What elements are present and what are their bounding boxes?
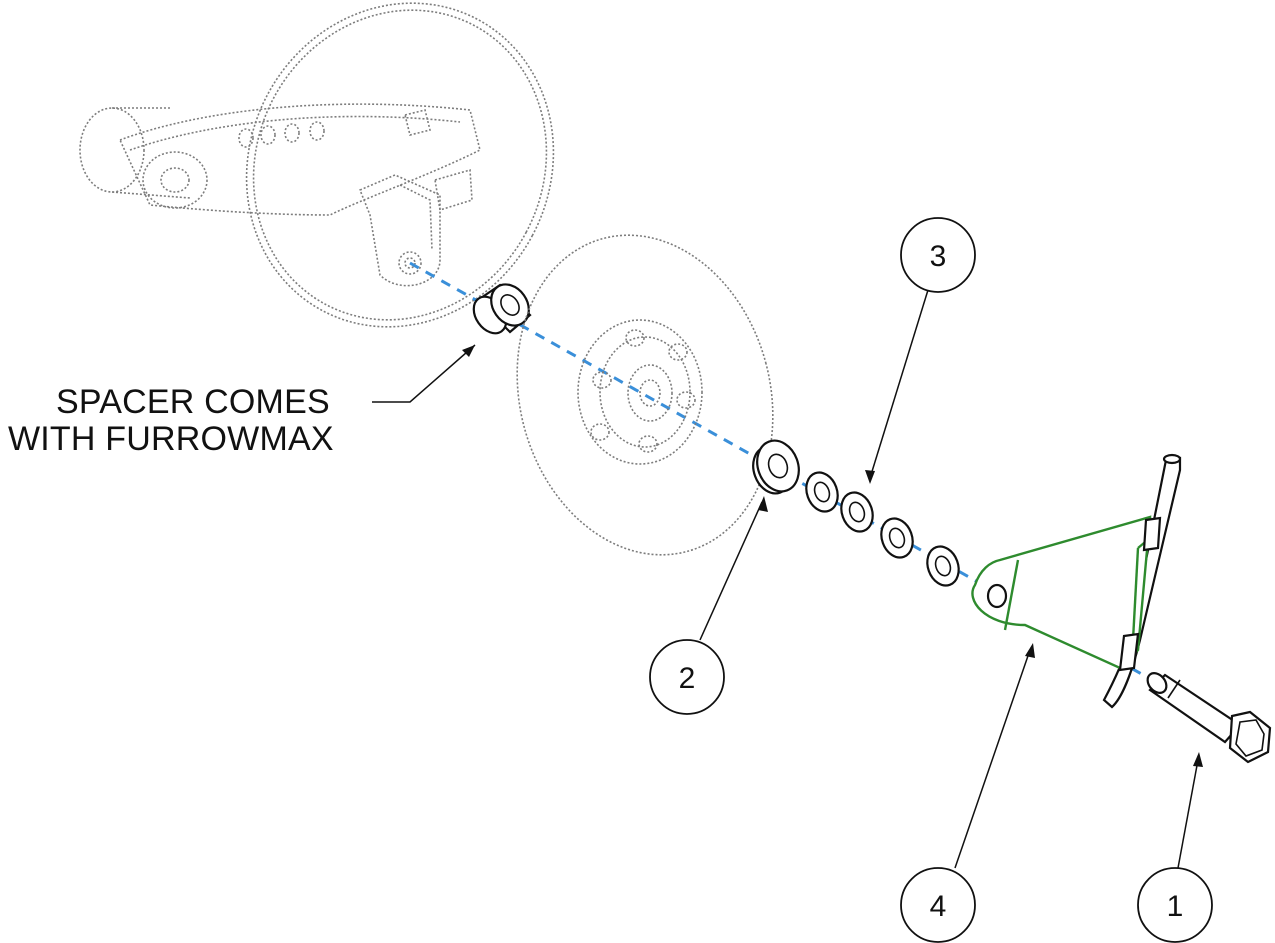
balloon-3: 3	[900, 217, 976, 293]
svg-text:4: 4	[930, 890, 947, 923]
spacer-note-line-1: SPACER COMES	[56, 383, 330, 421]
svg-text:1: 1	[1167, 890, 1184, 923]
leader-spacer-note	[372, 344, 476, 403]
balloon-2: 2	[649, 639, 725, 715]
svg-text:2: 2	[679, 662, 696, 695]
leader-item-3	[865, 289, 929, 484]
item-3-washers	[805, 471, 960, 587]
balloon-1: 1	[1137, 867, 1213, 943]
balloon-4: 4	[900, 867, 976, 943]
ghost-disc-with-hub	[516, 234, 774, 556]
leader-item-1	[1177, 752, 1203, 869]
ghost-arm	[79, 103, 481, 287]
item-4-bracket	[971, 515, 1162, 672]
spacer	[472, 283, 532, 335]
leader-item-2	[699, 496, 768, 641]
spacer-note-line-2: WITH FURROWMAX	[8, 420, 334, 458]
svg-text:3: 3	[930, 240, 947, 273]
item-2-thick-washer	[752, 439, 800, 495]
ghost-disc-blade	[245, 2, 555, 328]
leader-item-4	[954, 643, 1035, 869]
item-1-bolt	[1146, 672, 1272, 764]
